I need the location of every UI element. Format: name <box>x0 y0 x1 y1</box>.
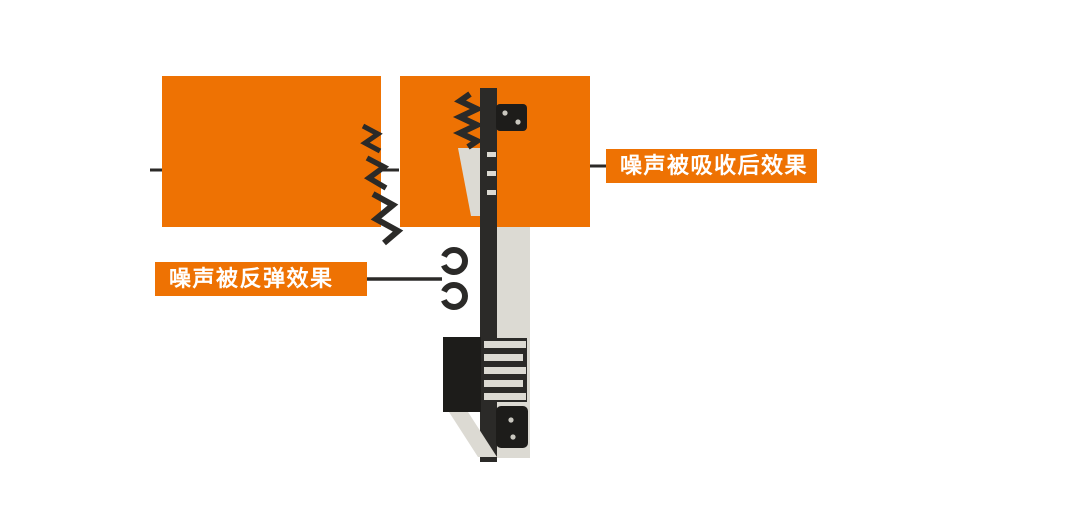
bracket-bolt-icon <box>502 110 508 116</box>
lower-block <box>443 337 481 412</box>
bracket-bolt-icon <box>515 119 521 125</box>
louver-slat <box>484 393 526 400</box>
mounting-bracket-top <box>496 104 527 131</box>
louver-slat <box>484 341 526 348</box>
perforation-slot <box>487 171 496 176</box>
reflection-coil-icon <box>440 247 468 275</box>
louver-slat <box>484 367 526 374</box>
reflected-noise-label: 噪声被反弹效果 <box>155 262 367 296</box>
barrier-post <box>480 88 497 462</box>
reflection-coil-icon <box>440 282 468 310</box>
perforation-slot <box>487 152 496 157</box>
noise-zigzag-icon <box>364 155 390 191</box>
mounting-bracket-bottom <box>496 406 528 448</box>
louver-slat <box>484 380 523 387</box>
orange-panel-left <box>162 76 381 227</box>
perforation-slot <box>487 190 496 195</box>
panel-wedge-top <box>458 148 480 216</box>
absorbed-noise-label: 噪声被吸收后效果 <box>606 149 817 183</box>
noise-zigzag-icon <box>360 123 383 154</box>
bracket-bolt-icon <box>510 434 516 440</box>
louver-slat <box>484 354 523 361</box>
bracket-bolt-icon <box>508 417 514 423</box>
panel-wedge-bottom <box>449 412 497 457</box>
noise-zigzag-icon <box>370 191 404 246</box>
absorber-spring-icon <box>452 91 485 150</box>
